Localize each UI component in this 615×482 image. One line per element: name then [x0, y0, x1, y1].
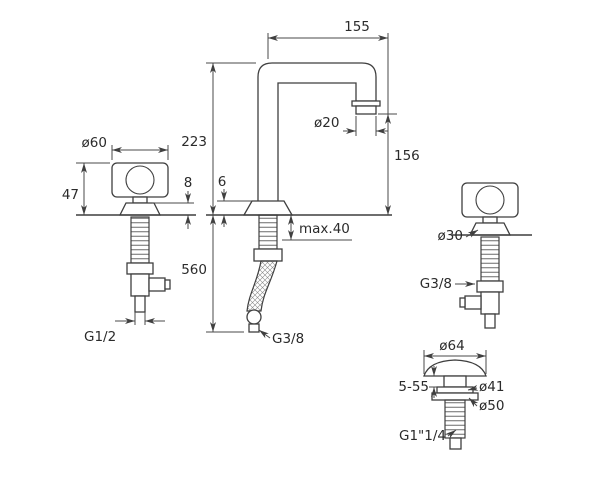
dim-label-left-handle-height: 47: [62, 187, 79, 203]
dim-label-drain-lower-diameter: ø50: [479, 398, 504, 414]
drain-dome-cap: [423, 359, 487, 377]
dimension-drain-lower-diameter: ø50: [468, 397, 504, 414]
right-escutcheon: [468, 222, 512, 236]
dim-label-right-escutcheon-diameter: ø30: [438, 228, 463, 244]
dim-label-outlet-height: 156: [394, 148, 420, 164]
dimension-outlet-diameter: ø20: [314, 115, 388, 136]
dimension-drain-thread: G1"1/4: [399, 428, 457, 444]
dimension-left-handle-diameter: ø60: [82, 135, 169, 160]
right-handle-knob-face: [475, 185, 505, 215]
left-valve-outlet-step: [164, 279, 171, 290]
dimension-right-escutcheon-diameter: ø30: [438, 228, 479, 244]
left-valve-body: [130, 273, 150, 297]
left-escutcheon: [118, 202, 162, 216]
right-valve-nut: [476, 280, 504, 293]
left-handle-valve: [76, 162, 196, 313]
dim-label-hose-thread: G3/8: [272, 331, 304, 347]
dim-label-left-escutcheon-height: 8: [184, 175, 193, 191]
left-handle-stem: [132, 196, 148, 204]
dimension-left-escutcheon-height: 8: [152, 175, 194, 229]
dim-label-right-valve-thread: G3/8: [420, 276, 452, 292]
drain-threaded-body: [444, 399, 466, 439]
dimension-outlet-height: 156: [378, 33, 420, 215]
left-valve-outlet: [148, 277, 166, 292]
hose-end-nut: [246, 309, 262, 325]
drain-bottom-stub: [449, 437, 462, 450]
drain-upper-flange: [436, 386, 474, 394]
left-handle-knob-face: [125, 165, 155, 195]
dimension-right-valve-thread: G3/8: [420, 276, 475, 292]
left-valve-threaded-shank: [130, 216, 150, 264]
dim-label-deck-max-thickness: max.40: [299, 221, 350, 237]
spout-tube: [257, 62, 377, 216]
dim-label-drain-adjust-range: 5-55: [398, 379, 429, 395]
left-valve-inlet-stub: [134, 295, 146, 313]
dimension-spout-escutcheon-height: 6: [217, 174, 252, 227]
spout-escutcheon: [242, 200, 294, 216]
dimension-hose-thread: G3/8: [258, 329, 304, 347]
dim-label-hose-length: 560: [181, 262, 207, 278]
flexible-hose: [246, 260, 278, 312]
dim-label-left-valve-thread: G1/2: [84, 329, 116, 345]
left-valve-nut: [126, 262, 154, 275]
dim-label-spout-height: 223: [181, 134, 207, 150]
dim-label-drain-cap-diameter: ø64: [439, 338, 464, 354]
right-valve-body: [480, 291, 500, 315]
spout-outlet-tip: [355, 105, 377, 115]
dim-label-drain-upper-diameter: ø41: [479, 379, 504, 395]
popup-drain: [423, 359, 487, 450]
dimension-left-valve-thread: G1/2: [84, 312, 165, 345]
drain-lower-flange: [431, 392, 479, 401]
hose-end-stub: [248, 323, 260, 333]
dim-label-outlet-diameter: ø20: [314, 115, 339, 131]
dimension-spout-height-and-hose-length: 223 560: [181, 62, 256, 333]
right-valve-inlet-stub: [484, 313, 496, 329]
spout-assembly: [206, 62, 392, 333]
drain-neck: [443, 375, 467, 388]
right-valve-outlet-step: [459, 297, 466, 308]
right-handle-valve: [452, 182, 532, 329]
spout-threaded-shank: [258, 214, 278, 250]
dimension-drain-upper-diameter: ø41: [467, 379, 504, 395]
dimension-left-handle-height: 47: [62, 162, 110, 215]
dim-label-drain-thread: G1"1/4: [399, 428, 446, 444]
spout-mounting-nut: [253, 248, 283, 262]
right-valve-outlet: [464, 295, 482, 310]
dimension-drain-cap-diameter: ø64: [423, 338, 487, 374]
dim-label-left-handle-diameter: ø60: [82, 135, 107, 151]
dimension-spout-reach: 155: [267, 19, 388, 59]
dim-label-spout-escutcheon-height: 6: [218, 174, 227, 190]
right-valve-threaded-shank: [480, 236, 500, 282]
right-handle-stem: [482, 216, 498, 224]
dim-label-spout-reach: 155: [344, 19, 370, 35]
spout-outlet-collar: [351, 100, 381, 107]
dimension-deck-max-thickness: max.40: [282, 215, 352, 241]
dimension-drain-adjust-range: 5-55: [398, 366, 437, 398]
